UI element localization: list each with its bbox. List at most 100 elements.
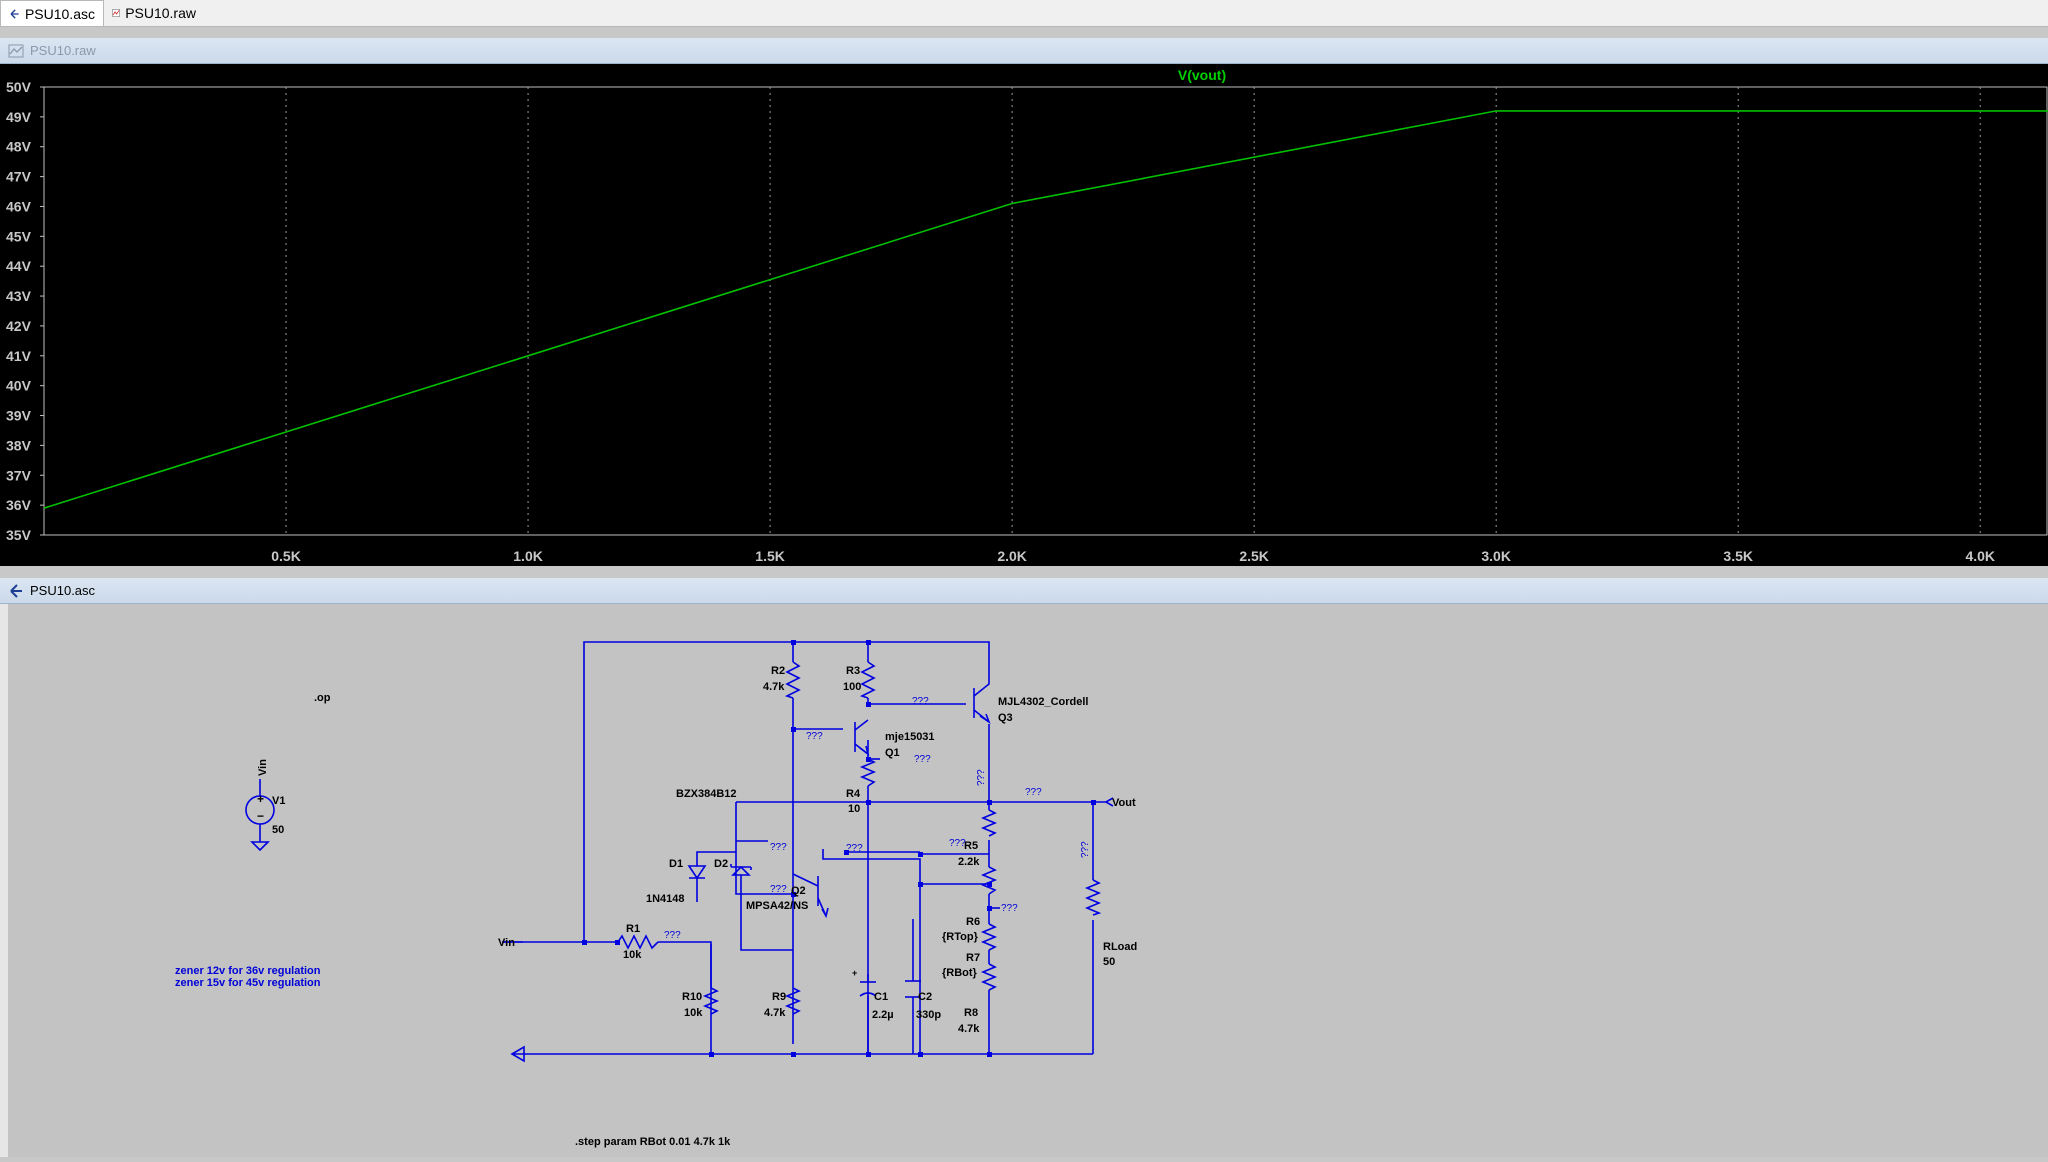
y-tick-label: 44V bbox=[6, 258, 32, 274]
unknown-label: ??? bbox=[912, 696, 929, 707]
y-tick-label: 37V bbox=[6, 467, 32, 483]
resistor-r3[interactable]: R3 100 bbox=[843, 661, 876, 699]
capacitor-c1[interactable]: + C1 2.2µ bbox=[852, 968, 894, 1021]
trace-title[interactable]: V(vout) bbox=[1178, 67, 1226, 83]
tab-label: PSU10.raw bbox=[125, 4, 196, 21]
x-tick-label: 1.5K bbox=[755, 548, 785, 564]
d2-model: BZX384B12 bbox=[676, 788, 737, 800]
vout-net-flag[interactable]: Vout bbox=[1093, 797, 1136, 809]
tab-psu10-asc[interactable]: PSU10.asc bbox=[0, 0, 104, 26]
resistor-r7[interactable]: R7 {RBot} bbox=[942, 923, 998, 979]
y-tick-label: 45V bbox=[6, 228, 32, 244]
op-directive[interactable]: .op bbox=[314, 692, 331, 704]
schematic-drawing[interactable]: + − Vin V1 50 R1 10k R2 4.7k R3 100 R4 1… bbox=[8, 604, 2048, 1157]
x-tick-label: 3.0K bbox=[1481, 548, 1511, 564]
waveform-window-titlebar[interactable]: PSU10.raw bbox=[0, 38, 2048, 64]
r3-name: R3 bbox=[846, 665, 860, 677]
x-tick-label: 1.0K bbox=[513, 548, 543, 564]
r10-value: 10k bbox=[684, 1007, 703, 1019]
y-tick-label: 40V bbox=[6, 378, 32, 394]
resistor-r2[interactable]: R2 4.7k bbox=[763, 661, 801, 699]
rload-name: RLoad bbox=[1103, 941, 1137, 953]
trace-group bbox=[43, 110, 2048, 509]
plus-icon: + bbox=[257, 792, 264, 806]
transistor-q3[interactable]: MJL4302_Cordell Q3 bbox=[973, 674, 1088, 725]
resistor-r4[interactable]: R4 10 bbox=[846, 758, 877, 815]
r9-value: 4.7k bbox=[764, 1007, 786, 1019]
y-tick-label: 42V bbox=[6, 318, 32, 334]
x-tick-label: 2.0K bbox=[997, 548, 1027, 564]
q1-model: mje15031 bbox=[885, 731, 935, 743]
x-tick-label: 2.5K bbox=[1239, 548, 1269, 564]
r10-name: R10 bbox=[682, 991, 702, 1003]
waveform-icon bbox=[112, 8, 120, 17]
resistor-r9[interactable]: R9 4.7k bbox=[764, 987, 802, 1019]
y-axis-ticks: 35V36V37V38V39V40V41V42V43V44V45V46V47V4… bbox=[6, 79, 44, 543]
r7-name: R7 bbox=[966, 952, 980, 964]
y-tick-label: 47V bbox=[6, 169, 32, 185]
comment-zener-15v[interactable]: zener 15v for 45v regulation bbox=[175, 977, 321, 989]
waveform-plot[interactable]: V(vout) 35V36V37V38V39V40V41V42V43V44V45… bbox=[0, 64, 2048, 566]
schematic-window-titlebar[interactable]: PSU10.asc bbox=[0, 578, 2048, 604]
v1-value: 50 bbox=[272, 824, 284, 836]
schematic-canvas[interactable]: + − Vin V1 50 R1 10k R2 4.7k R3 100 R4 1… bbox=[8, 604, 2048, 1157]
waveform-window-title: PSU10.raw bbox=[30, 43, 96, 58]
d1-name: D1 bbox=[669, 858, 683, 870]
unknown-label: ??? bbox=[806, 731, 823, 742]
r5-name: R5 bbox=[964, 840, 978, 852]
v1-name: V1 bbox=[272, 795, 285, 807]
resistor-rload[interactable]: RLoad 50 bbox=[1084, 879, 1137, 968]
unknown-label: ??? bbox=[664, 930, 681, 941]
schematic-left-border bbox=[0, 604, 8, 1157]
vin-label: Vin bbox=[498, 937, 515, 949]
resistor-r8[interactable]: R8 4.7k bbox=[958, 963, 998, 1035]
q2-model: MPSA42/NS bbox=[746, 900, 808, 912]
schematic-window-title: PSU10.asc bbox=[30, 583, 96, 598]
rload-value: 50 bbox=[1103, 956, 1115, 968]
resistor-r10[interactable]: R10 10k bbox=[682, 987, 720, 1019]
transistor-q2[interactable]: Q2 MPSA42/NS bbox=[746, 873, 829, 919]
y-tick-label: 46V bbox=[6, 198, 32, 214]
unknown-label: ??? bbox=[976, 769, 987, 786]
capacitor-c2[interactable]: C2 330p bbox=[905, 980, 941, 1021]
ground-symbol[interactable] bbox=[510, 1045, 525, 1063]
c2-value: 330p bbox=[916, 1009, 941, 1021]
r8-name: R8 bbox=[964, 1007, 978, 1019]
q3-model: MJL4302_Cordell bbox=[998, 696, 1088, 708]
v1-net-label: Vin bbox=[257, 759, 269, 776]
q3-name: Q3 bbox=[998, 712, 1013, 724]
tab-psu10-raw[interactable]: PSU10.raw bbox=[104, 0, 204, 25]
comment-zener-12v[interactable]: zener 12v for 36v regulation bbox=[175, 965, 321, 977]
diode-d1[interactable]: D1 1N4148 bbox=[646, 851, 736, 905]
r6-name: R6 bbox=[966, 916, 980, 928]
transistor-q1[interactable]: mje15031 Q1 bbox=[854, 719, 935, 759]
y-tick-label: 49V bbox=[6, 109, 32, 125]
y-tick-label: 38V bbox=[6, 437, 32, 453]
trace-v-vout[interactable] bbox=[43, 110, 2048, 509]
y-tick-label: 41V bbox=[6, 348, 32, 364]
plot-frame bbox=[43, 86, 2048, 536]
c1-value: 2.2µ bbox=[872, 1009, 894, 1021]
r1-value: 10k bbox=[623, 949, 642, 961]
unknown-values: ??? ??? ??? ??? ??? ??? ??? ??? ??? ??? … bbox=[664, 696, 1091, 941]
resistor-r1[interactable]: R1 10k bbox=[617, 923, 659, 961]
document-tab-strip: PSU10.asc PSU10.raw bbox=[0, 0, 2048, 27]
step-directive[interactable]: .step param RBot 0.01 4.7k 1k bbox=[575, 1136, 731, 1148]
r2-value: 4.7k bbox=[763, 681, 785, 693]
voltage-source-v1[interactable]: + − Vin V1 50 bbox=[245, 759, 285, 852]
q2-name: Q2 bbox=[791, 885, 806, 897]
r9-name: R9 bbox=[772, 991, 786, 1003]
vin-net-flag[interactable]: Vin bbox=[498, 937, 523, 949]
unknown-label: ??? bbox=[846, 843, 863, 854]
x-tick-label: 4.0K bbox=[1965, 548, 1995, 564]
r7-value: {RBot} bbox=[942, 967, 978, 979]
r8-value: 4.7k bbox=[958, 1023, 980, 1035]
resistor-r5[interactable]: R5 2.2k bbox=[958, 809, 998, 868]
zener-diode-d2[interactable]: D2 BZX384B12 bbox=[676, 788, 793, 951]
unknown-label: ??? bbox=[949, 838, 966, 849]
unknown-label: ??? bbox=[1080, 841, 1091, 858]
unknown-label: ??? bbox=[914, 754, 931, 765]
unknown-label: ??? bbox=[1025, 787, 1042, 798]
resistor-r6[interactable]: R6 {RTop} bbox=[942, 866, 998, 943]
